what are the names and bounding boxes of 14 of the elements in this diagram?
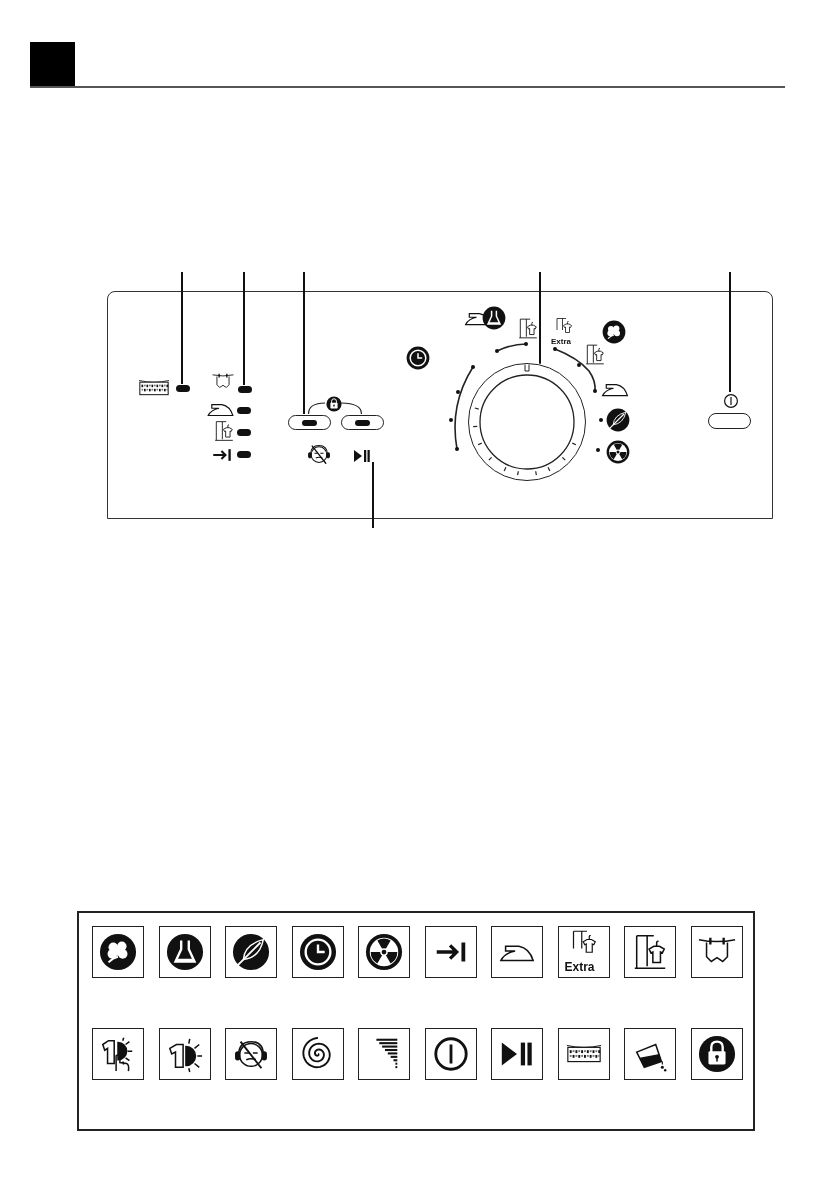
leader-line: [243, 271, 245, 386]
leader-line: [539, 271, 541, 365]
indicator-light: [238, 386, 252, 393]
symbol-caption: Extra: [564, 960, 595, 974]
lock-icon: [326, 396, 342, 412]
indicator-light: [176, 385, 190, 392]
symbol-caption: Extra: [551, 337, 571, 347]
panel-button: [288, 415, 331, 430]
leader-line: [372, 461, 374, 529]
leader-line: [181, 271, 183, 385]
connector-arc: [340, 402, 363, 415]
leader-line: [729, 271, 731, 393]
connector-arc: [307, 402, 326, 415]
leader-line: [303, 271, 305, 415]
